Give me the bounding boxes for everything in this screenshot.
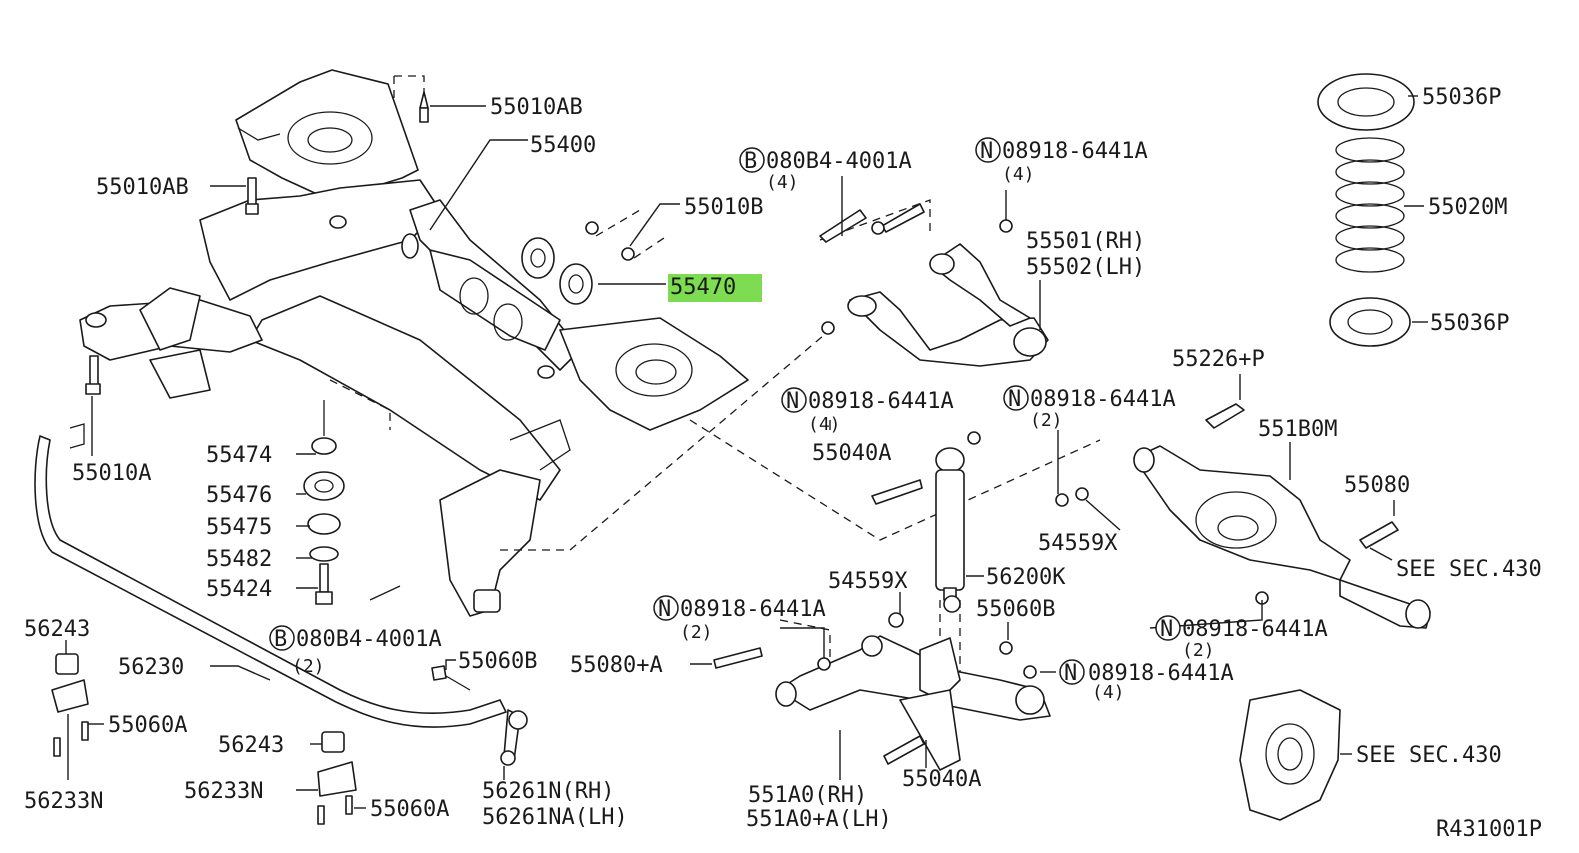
label-55060A-mid: 55060A (370, 797, 449, 822)
lower-arm-551A0 (713, 612, 1051, 771)
n-marker-mid1-text: N (786, 389, 799, 414)
label-56233N-left: 56233N (24, 789, 103, 814)
label-56230: 56230 (118, 655, 184, 680)
coil-spring (1317, 73, 1415, 347)
label-56261N: 56261N(RH) (482, 779, 614, 804)
markers: B N N N N N N B (269, 137, 1181, 686)
label-08918-low1: 08918-6441A (680, 597, 826, 622)
b-marker-top (739, 147, 765, 173)
label-55010B: 55010B (684, 195, 763, 220)
label-08918-mid2: 08918-6441A (1030, 387, 1176, 412)
label-55010AB-top: 55010AB (490, 95, 583, 120)
label-see-sec-430-top: SEE SEC.430 (1396, 557, 1542, 582)
label-55501: 55501(RH) (1026, 229, 1145, 254)
label-08918-top: 08918-6441A (1002, 139, 1148, 164)
part-labels: 55010AB 55400 55010AB 55010B 55470 55010… (24, 85, 1542, 842)
label-080B4-top: 080B4-4001A (766, 149, 912, 174)
n-marker-right-text: N (1160, 617, 1173, 642)
knuckle (1239, 689, 1341, 821)
n-marker-top-text: N (980, 139, 993, 164)
label-08918-right: 08918-6441A (1182, 617, 1328, 642)
b-marker-low-text: B (274, 627, 287, 652)
n-marker-mid1 (781, 387, 807, 413)
label-55424: 55424 (206, 577, 272, 602)
label-08918-mid2-qty: (2) (1030, 410, 1063, 431)
highlight-55470 (668, 274, 762, 302)
label-080B4-top-qty: (4) (766, 172, 799, 193)
label-56243-mid: 56243 (218, 733, 284, 758)
label-56233N-mid: 56233N (184, 779, 263, 804)
lower-arm-551B0M (1055, 403, 1431, 629)
label-08918-low2-qty: (4) (1092, 682, 1125, 703)
label-55036P-top: 55036P (1422, 85, 1501, 110)
label-080B4-low: 080B4-4001A (296, 627, 442, 652)
label-551A0A: 551A0+A(LH) (746, 807, 892, 832)
n-marker-low2 (1059, 659, 1085, 685)
label-08918-mid1-qty: (4) (808, 414, 841, 435)
label-55040A-bot: 55040A (902, 767, 981, 792)
label-54559X-right: 54559X (1038, 531, 1118, 556)
label-55476: 55476 (206, 483, 272, 508)
label-55400: 55400 (530, 133, 596, 158)
n-marker-top (975, 137, 1001, 163)
guide-lines (329, 75, 1101, 680)
leader-lines (65, 95, 1428, 809)
label-55470: 55470 (670, 275, 736, 300)
n-marker-low1-text: N (658, 597, 671, 622)
subframe-bolts (85, 91, 429, 395)
upper-control-arm (819, 203, 1049, 367)
n-marker-right (1155, 615, 1181, 641)
label-56200K: 56200K (986, 565, 1066, 590)
mount-stack (303, 400, 345, 605)
label-55482: 55482 (206, 547, 272, 572)
rear-subframe (79, 69, 749, 617)
n-marker-low2-text: N (1064, 661, 1077, 686)
b-marker-top-text: B (744, 149, 757, 174)
stabilizer-bar (34, 423, 528, 825)
label-55040A-top: 55040A (812, 441, 891, 466)
label-55060B-right: 55060B (976, 597, 1055, 622)
label-55036P-bot: 55036P (1430, 311, 1509, 336)
label-55475: 55475 (206, 515, 272, 540)
n-marker-mid2 (1003, 385, 1029, 411)
label-55060B-mid: 55060B (458, 649, 537, 674)
label-08918-mid1: 08918-6441A (808, 389, 954, 414)
label-08918-right-qty: (2) (1182, 640, 1215, 661)
label-see-sec-430-bot: SEE SEC.430 (1356, 743, 1502, 768)
label-55020M: 55020M (1428, 195, 1507, 220)
label-08918-low1-qty: (2) (680, 622, 713, 643)
label-55060A-left: 55060A (108, 713, 187, 738)
label-55080-right: 55080 (1344, 473, 1410, 498)
label-56243-left: 56243 (24, 617, 90, 642)
label-55474: 55474 (206, 443, 272, 468)
label-55226P: 55226+P (1172, 347, 1265, 372)
n-marker-mid2-text: N (1008, 387, 1021, 412)
diagram-reference: R431001P (1436, 817, 1542, 842)
label-08918-low2: 08918-6441A (1088, 661, 1234, 686)
label-55010AB-left: 55010AB (96, 175, 189, 200)
label-080B4-low-qty: (2) (292, 656, 325, 677)
label-55502: 55502(LH) (1026, 255, 1145, 280)
label-56261NA: 56261NA(LH) (482, 805, 628, 830)
label-551A0: 551A0(RH) (748, 783, 867, 808)
label-551B0M: 551B0M (1258, 417, 1337, 442)
label-54559X-mid: 54559X (828, 569, 908, 594)
bushing-55470 (521, 221, 635, 305)
shock-absorber (871, 431, 981, 613)
b-marker-low (269, 625, 295, 651)
label-55080A: 55080+A (570, 653, 663, 678)
label-08918-top-qty: (4) (1002, 164, 1035, 185)
n-marker-low1 (653, 595, 679, 621)
label-55010A: 55010A (72, 461, 151, 486)
